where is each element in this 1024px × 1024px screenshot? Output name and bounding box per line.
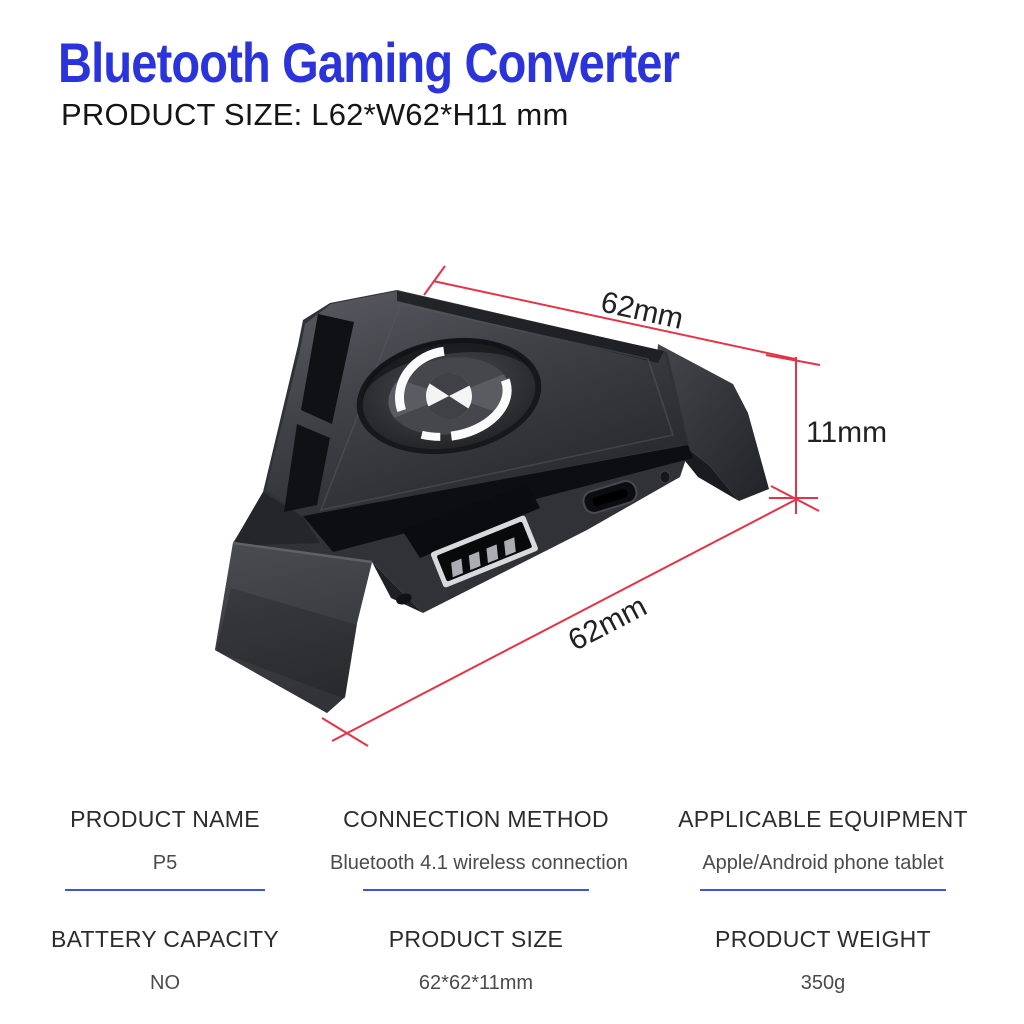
spec-cell-battery-capacity: BATTERY CAPACITY NO — [0, 920, 330, 995]
spec-cell-product-size: PRODUCT SIZE 62*62*11mm — [330, 920, 622, 995]
spec-underline — [700, 889, 946, 891]
fan-vent — [356, 337, 542, 455]
dimension-label-bottom: 62mm — [563, 590, 652, 658]
spec-cell-connection-method: CONNECTION METHOD Bluetooth 4.1 wireless… — [330, 800, 628, 920]
product-size-subtitle: PRODUCT SIZE: L62*W62*H11 mm — [61, 97, 569, 132]
spec-value: Apple/Android phone tablet — [702, 852, 944, 874]
spec-label: PRODUCT WEIGHT — [715, 926, 931, 952]
dimension-label-top: 62mm — [598, 286, 687, 336]
device-foot — [215, 541, 423, 713]
usb-a-port — [402, 484, 540, 588]
spec-underline — [65, 889, 265, 891]
spec-value: 62*62*11mm — [418, 972, 534, 994]
spec-label: PRODUCT SIZE — [388, 926, 564, 952]
spec-cell-applicable-equipment: APPLICABLE EQUIPMENT Apple/Android phone… — [622, 800, 1024, 920]
spec-underline — [363, 889, 589, 891]
spec-label: BATTERY CAPACITY — [50, 926, 280, 952]
spec-label: PRODUCT NAME — [70, 806, 260, 832]
spec-value: P5 — [152, 852, 178, 874]
screw-detail — [659, 470, 671, 484]
spec-value: Bluetooth 4.1 wireless connection — [330, 852, 628, 874]
dimension-label-height: 11mm — [806, 416, 887, 449]
device-left-face — [233, 492, 320, 546]
spec-label: CONNECTION METHOD — [343, 806, 609, 832]
indicator-detail — [396, 593, 412, 605]
dimension-lines — [321, 265, 821, 747]
spec-table: PRODUCT NAME P5 CONNECTION METHOD Blueto… — [0, 800, 1024, 995]
micro-usb-port — [582, 480, 638, 514]
spec-value: 350g — [800, 972, 846, 994]
spec-cell-product-name: PRODUCT NAME P5 — [0, 800, 330, 920]
page-title: Bluetooth Gaming Converter — [58, 31, 680, 94]
spec-value: NO — [150, 972, 180, 994]
spec-cell-product-weight: PRODUCT WEIGHT 350g — [622, 920, 1024, 995]
spec-label: APPLICABLE EQUIPMENT — [678, 806, 968, 832]
